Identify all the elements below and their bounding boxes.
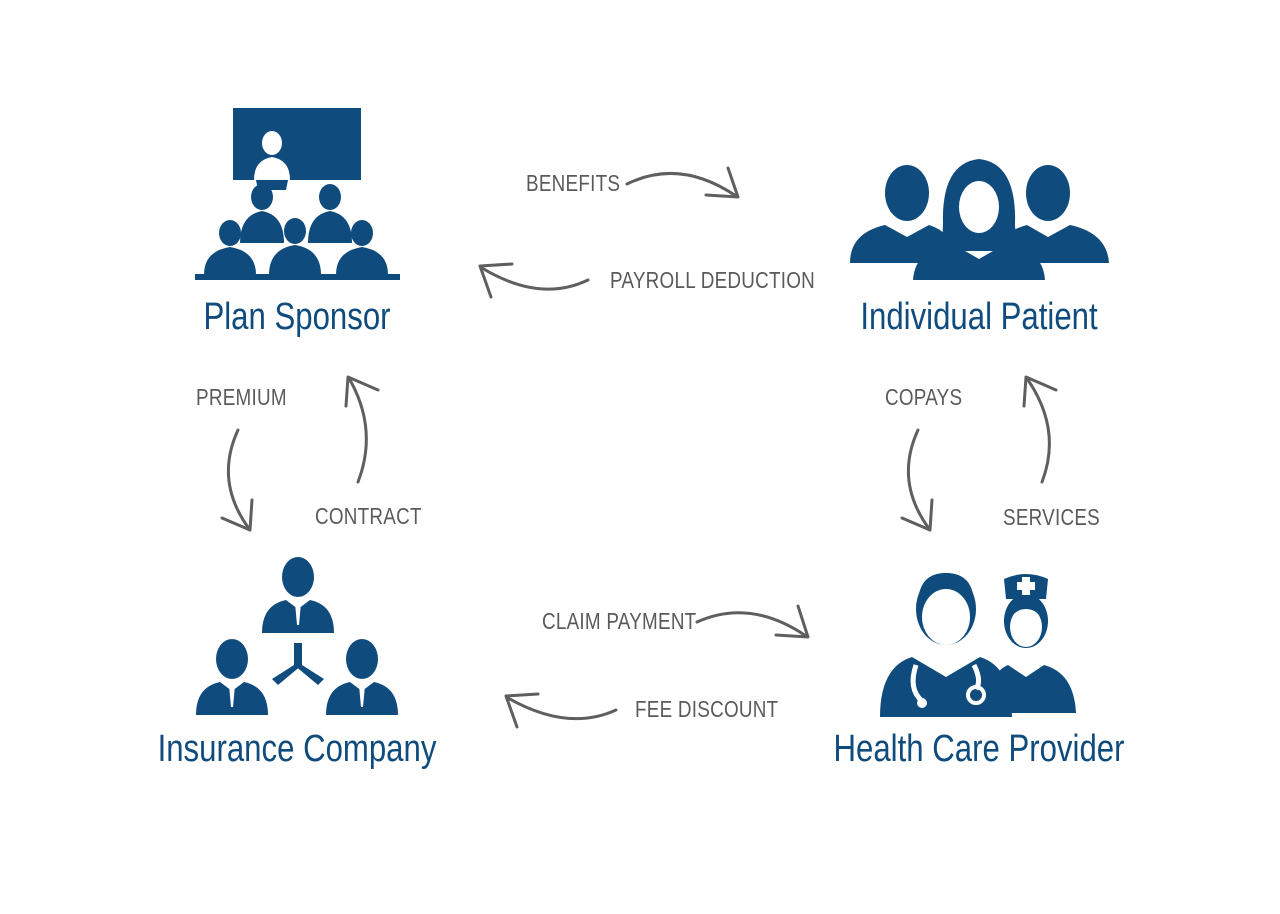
payroll-deduction-label: PAYROLL DEDUCTION (610, 267, 816, 293)
services-label: SERVICES (1003, 504, 1101, 530)
services-arrowhead (1022, 375, 1058, 408)
contract-label: CONTRACT (315, 503, 422, 529)
doctor-nurse-icon (880, 573, 1076, 717)
copays-arrowhead (900, 498, 934, 532)
health-care-provider-label: Health Care Provider (833, 728, 1125, 770)
services-arrow (1026, 378, 1051, 484)
payroll-deduction-arrow (480, 266, 590, 291)
insurance-company-label: Insurance Company (157, 728, 437, 770)
premium-arrowhead (220, 498, 254, 532)
copays-arrow (906, 428, 932, 532)
presentation-audience-icon (195, 108, 400, 280)
fee-discount-label: FEE DISCOUNT (635, 696, 779, 722)
claim-payment-label: CLAIM PAYMENT (542, 608, 697, 634)
plan-sponsor-label: Plan Sponsor (203, 296, 391, 338)
benefits-label: BENEFITS (526, 170, 621, 196)
fee-discount-arrowhead (504, 692, 540, 729)
benefits-arrowhead (704, 166, 740, 199)
individual-patient-label: Individual Patient (860, 296, 1098, 338)
claim-payment-arrow (695, 611, 808, 638)
patient-group-icon (850, 159, 1109, 280)
copays-label: COPAYS (885, 384, 963, 410)
benefits-arrow (625, 171, 738, 198)
premium-label: PREMIUM (196, 384, 287, 410)
contract-arrowhead (344, 375, 380, 408)
contract-arrow (348, 378, 368, 484)
claim-payment-arrowhead (774, 604, 810, 639)
org-network-icon (196, 557, 398, 715)
fee-discount-arrow (506, 696, 618, 721)
payroll-deduction-arrowhead (478, 262, 514, 299)
premium-arrow (226, 428, 252, 532)
